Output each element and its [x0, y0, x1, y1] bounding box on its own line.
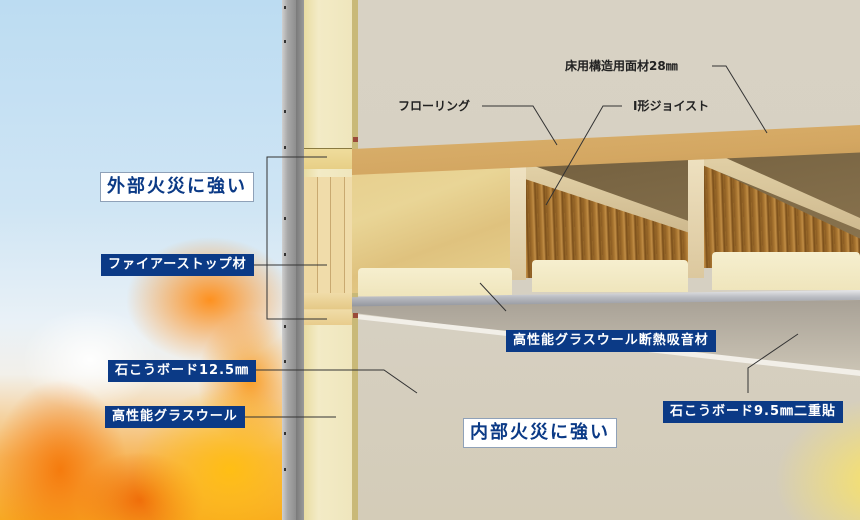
clip-marker: [353, 137, 358, 142]
fastener-mark: [284, 468, 286, 471]
exterior-sheathing: [296, 0, 304, 520]
fire-stop-block: [304, 177, 352, 293]
fastener-mark: [284, 253, 286, 256]
label-gypsum-wall: 石こうボード12.5㎜: [108, 360, 257, 382]
fastener-mark: [284, 40, 286, 43]
label-fire-stop: ファイアーストップ材: [101, 254, 254, 276]
fastener-mark: [284, 110, 286, 113]
joist-flange: [688, 150, 704, 278]
fastener-mark: [284, 217, 286, 220]
joist-flange: [510, 165, 526, 280]
ceiling-insulation-batt: [358, 268, 512, 296]
label-gypsum-ceiling: 石こうボード9.5㎜二重貼: [663, 401, 844, 423]
label-i-joist: I形ジョイスト: [633, 99, 710, 113]
exterior-siding: [282, 0, 296, 520]
callout-exterior-fire: 外部火災に強い: [100, 172, 254, 202]
fire-stop-bottom-plate: [304, 293, 352, 325]
ceiling-insulation-batt: [712, 252, 860, 290]
clip-marker: [353, 313, 358, 318]
fastener-mark: [284, 146, 286, 149]
fastener-mark: [284, 432, 286, 435]
fastener-mark: [284, 6, 286, 9]
fastener-mark: [284, 325, 286, 328]
label-ceiling-insulation: 高性能グラスウール断熱吸音材: [506, 330, 716, 352]
fire-stop-top-plate: [304, 148, 352, 169]
label-subfloor: 床用構造用面材28㎜: [565, 59, 678, 73]
fastener-mark: [284, 360, 286, 363]
label-glass-wool: 高性能グラスウール: [105, 406, 245, 428]
label-flooring: フローリング: [398, 99, 471, 113]
callout-interior-fire: 内部火災に強い: [463, 418, 617, 448]
ceiling-insulation-batt: [532, 260, 688, 292]
